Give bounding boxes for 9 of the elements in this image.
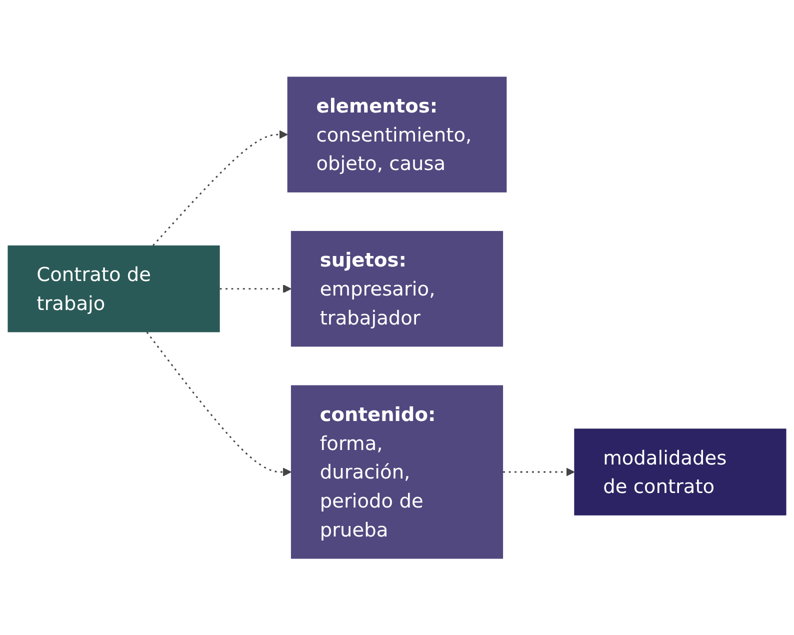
arrow bbox=[146, 332, 292, 476]
node-box: Contrato de trabajo bbox=[8, 245, 220, 332]
arrow bbox=[220, 284, 292, 293]
node-box: elementos: consentimiento, objeto, causa bbox=[287, 76, 507, 192]
node-box: sujetos: empresario, trabajador bbox=[290, 230, 504, 346]
node-box: contenido: forma, duración, periodo de prueba bbox=[290, 384, 504, 559]
arrow bbox=[503, 468, 575, 476]
node-box: modalidades de contrato bbox=[574, 428, 786, 516]
arrow bbox=[152, 130, 288, 246]
